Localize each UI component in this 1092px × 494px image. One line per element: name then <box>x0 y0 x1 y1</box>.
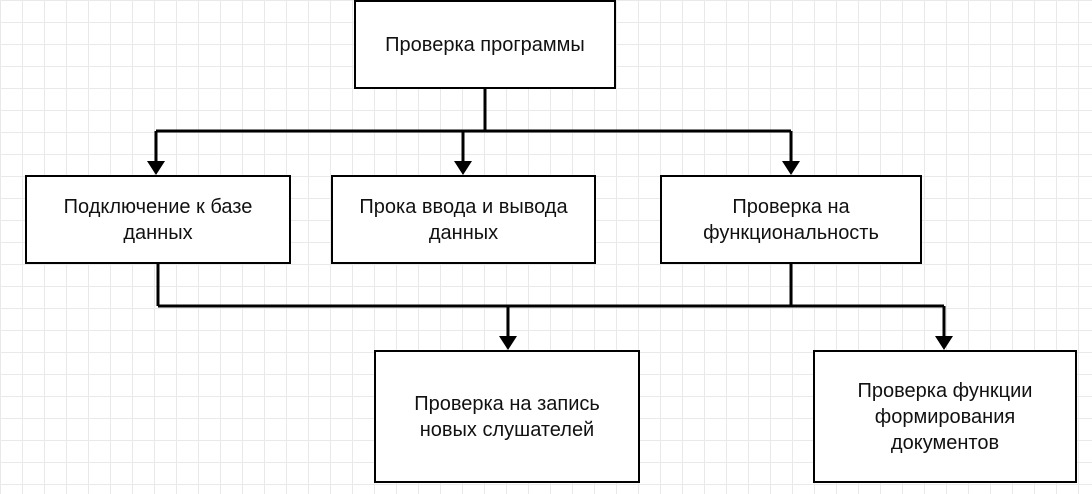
arrowhead-record <box>499 336 517 350</box>
node-io-check: Прока ввода и вывода данных <box>331 175 596 264</box>
node-root: Проверка программы <box>354 0 616 89</box>
node-documents-check: Проверка функции формирования документов <box>813 350 1077 483</box>
arrowhead-func <box>782 161 800 175</box>
arrowhead-docs <box>935 336 953 350</box>
node-root-label: Проверка программы <box>385 33 585 56</box>
node-functionality-check: Проверка на функциональность <box>660 175 922 264</box>
node-db-connection: Подключение к базе данных <box>25 175 291 264</box>
arrowhead-io <box>454 161 472 175</box>
node-db-connection-label: Подключение к базе данных <box>63 195 253 244</box>
node-record-check-label: Проверка на запись новых слушателей <box>414 392 600 441</box>
node-documents-check-label: Проверка функции формирования документов <box>857 379 1033 454</box>
node-record-check: Проверка на запись новых слушателей <box>374 350 640 483</box>
arrowhead-db <box>147 161 165 175</box>
node-io-check-label: Прока ввода и вывода данных <box>359 195 568 244</box>
node-functionality-check-label: Проверка на функциональность <box>703 195 879 244</box>
